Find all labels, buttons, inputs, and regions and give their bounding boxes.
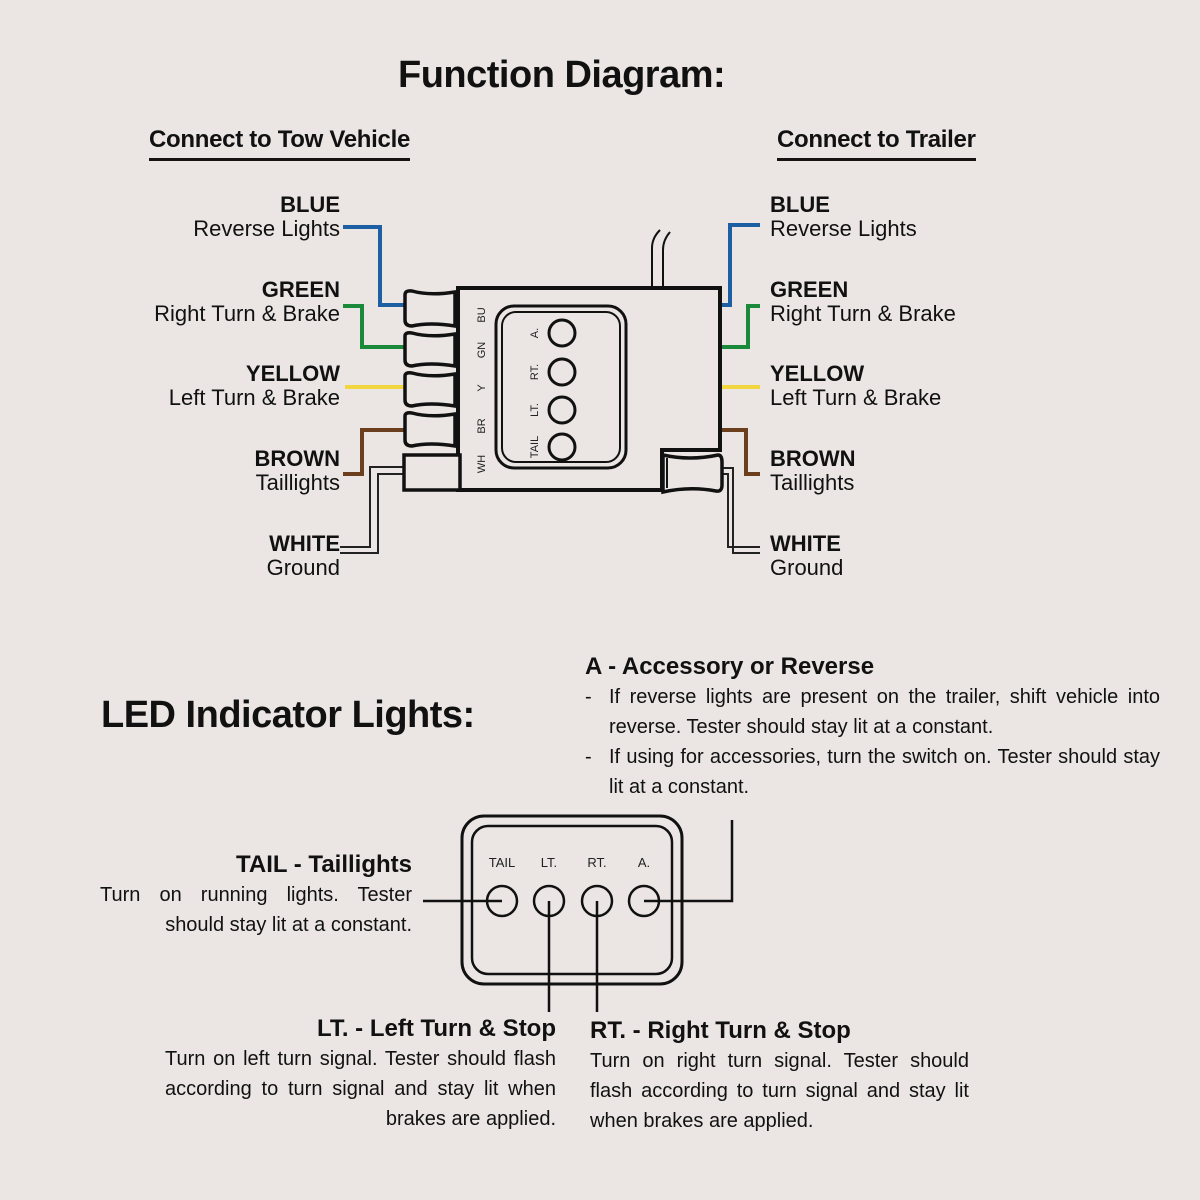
wire-color-name: BROWN [770,446,856,471]
tester-led-labels: A. RT. LT. TAIL [529,328,541,458]
wire-color-name: BLUE [280,192,340,217]
power-cable [651,229,671,288]
left-label-blue: BLUE Reverse Lights [193,193,340,241]
led-label-a: A. [529,328,541,338]
tester-leds [547,318,577,462]
led-panel-labels: TAIL LT. RT. A. [489,855,650,870]
left-turn-description: LT. - Left Turn & Stop Turn on left turn… [165,1014,556,1134]
pin-label-bu: BU [476,307,488,322]
pin-label-br: BR [476,418,488,433]
left-turn-heading: LT. - Left Turn & Stop [316,1015,556,1042]
tester-pin-labels: BU GN Y BR WH [476,307,488,473]
right-wire-brown [720,428,760,476]
left-wire-green [343,304,405,349]
panel-label-a: A. [638,855,650,870]
pin-label-y: Y [476,384,488,392]
tester-led-lt [547,395,577,425]
wire-function: Reverse Lights [770,216,917,241]
wire-function: Right Turn & Brake [154,301,340,326]
tester-led-a [547,318,577,348]
led-indicator-title: LED Indicator Lights: [101,694,475,736]
tow-vehicle-heading: Connect to Tow Vehicle [149,126,410,161]
wire-function: Reverse Lights [193,216,340,241]
led-label-rt: RT. [529,364,541,380]
left-plugs [402,289,462,492]
right-wire-green [720,304,760,349]
plug-bu [403,289,457,329]
left-wire-white [340,466,405,554]
panel-label-tail: TAIL [489,855,516,870]
panel-label-rt: RT. [587,855,606,870]
wire-function: Taillights [770,470,855,495]
left-wire-blue [343,225,405,307]
wire-function: Ground [266,555,340,580]
right-turn-heading: RT. - Right Turn & Stop [590,1017,851,1044]
wire-function: Ground [770,555,844,580]
accessory-bullet: If reverse lights are present on the tra… [585,682,1160,742]
wire-function: Left Turn & Brake [168,385,340,410]
trailer-heading: Connect to Trailer [777,126,976,161]
wire-function: Left Turn & Brake [770,385,942,410]
tail-body: Turn on running lights. Tester should st… [100,884,412,936]
wire-function: Taillights [255,470,340,495]
tail-heading: TAIL - Taillights [236,851,412,878]
right-plug [661,452,724,495]
right-turn-description: RT. - Right Turn & Stop Turn on right tu… [590,1016,969,1136]
tail-description: TAIL - Taillights Turn on running lights… [100,850,412,940]
led-label-tail: TAIL [529,436,541,458]
tester-led-tail [547,432,577,462]
wire-color-name: YELLOW [770,361,865,386]
led-label-lt: LT. [529,403,541,417]
leader-lines [423,820,734,1012]
left-label-yellow: YELLOW Left Turn & Brake [169,362,340,410]
wire-color-name: WHITE [770,531,841,556]
accessory-bullet: If using for accessories, turn the switc… [585,742,1160,802]
tester-led-rt [547,357,577,387]
right-label-white: WHITE Ground [770,532,843,580]
wire-function: Right Turn & Brake [770,301,956,326]
right-wire-white [722,467,760,554]
pin-label-gn: GN [476,342,488,359]
right-wire-blue [720,223,760,307]
left-wire-brown [343,428,405,476]
wire-color-name: BLUE [770,192,830,217]
pin-label-wh: WH [476,455,488,473]
left-label-white: WHITE Ground [267,532,340,580]
wire-color-name: GREEN [261,277,340,302]
right-label-yellow: YELLOW Left Turn & Brake [770,362,941,410]
left-label-green: GREEN Right Turn & Brake [154,278,340,326]
function-diagram-title: Function Diagram: [398,54,726,96]
left-turn-body: Turn on left turn signal. Tester should … [165,1048,556,1130]
led-panel-lights [485,884,661,918]
tester-led-window [494,304,628,470]
left-wires [343,225,405,476]
right-label-blue: BLUE Reverse Lights [770,193,917,241]
accessory-description: A - Accessory or Reverse If reverse ligh… [585,652,1160,802]
right-wires [720,223,760,476]
left-label-brown: BROWN Taillights [254,447,340,495]
right-label-brown: BROWN Taillights [770,447,856,495]
plug-wh [402,453,462,492]
wire-color-name: WHITE [269,531,340,556]
leader-a [644,820,734,903]
panel-label-lt: LT. [541,855,557,870]
plug-y [403,371,457,409]
right-label-green: GREEN Right Turn & Brake [770,278,956,326]
plug-br [403,411,457,449]
plug-gn [403,331,457,369]
wire-color-name: GREEN [770,277,849,302]
right-turn-body: Turn on right turn signal. Tester should… [590,1050,969,1132]
wire-color-name: BROWN [254,446,340,471]
accessory-heading: A - Accessory or Reverse [585,653,875,680]
wire-color-name: YELLOW [245,361,340,386]
